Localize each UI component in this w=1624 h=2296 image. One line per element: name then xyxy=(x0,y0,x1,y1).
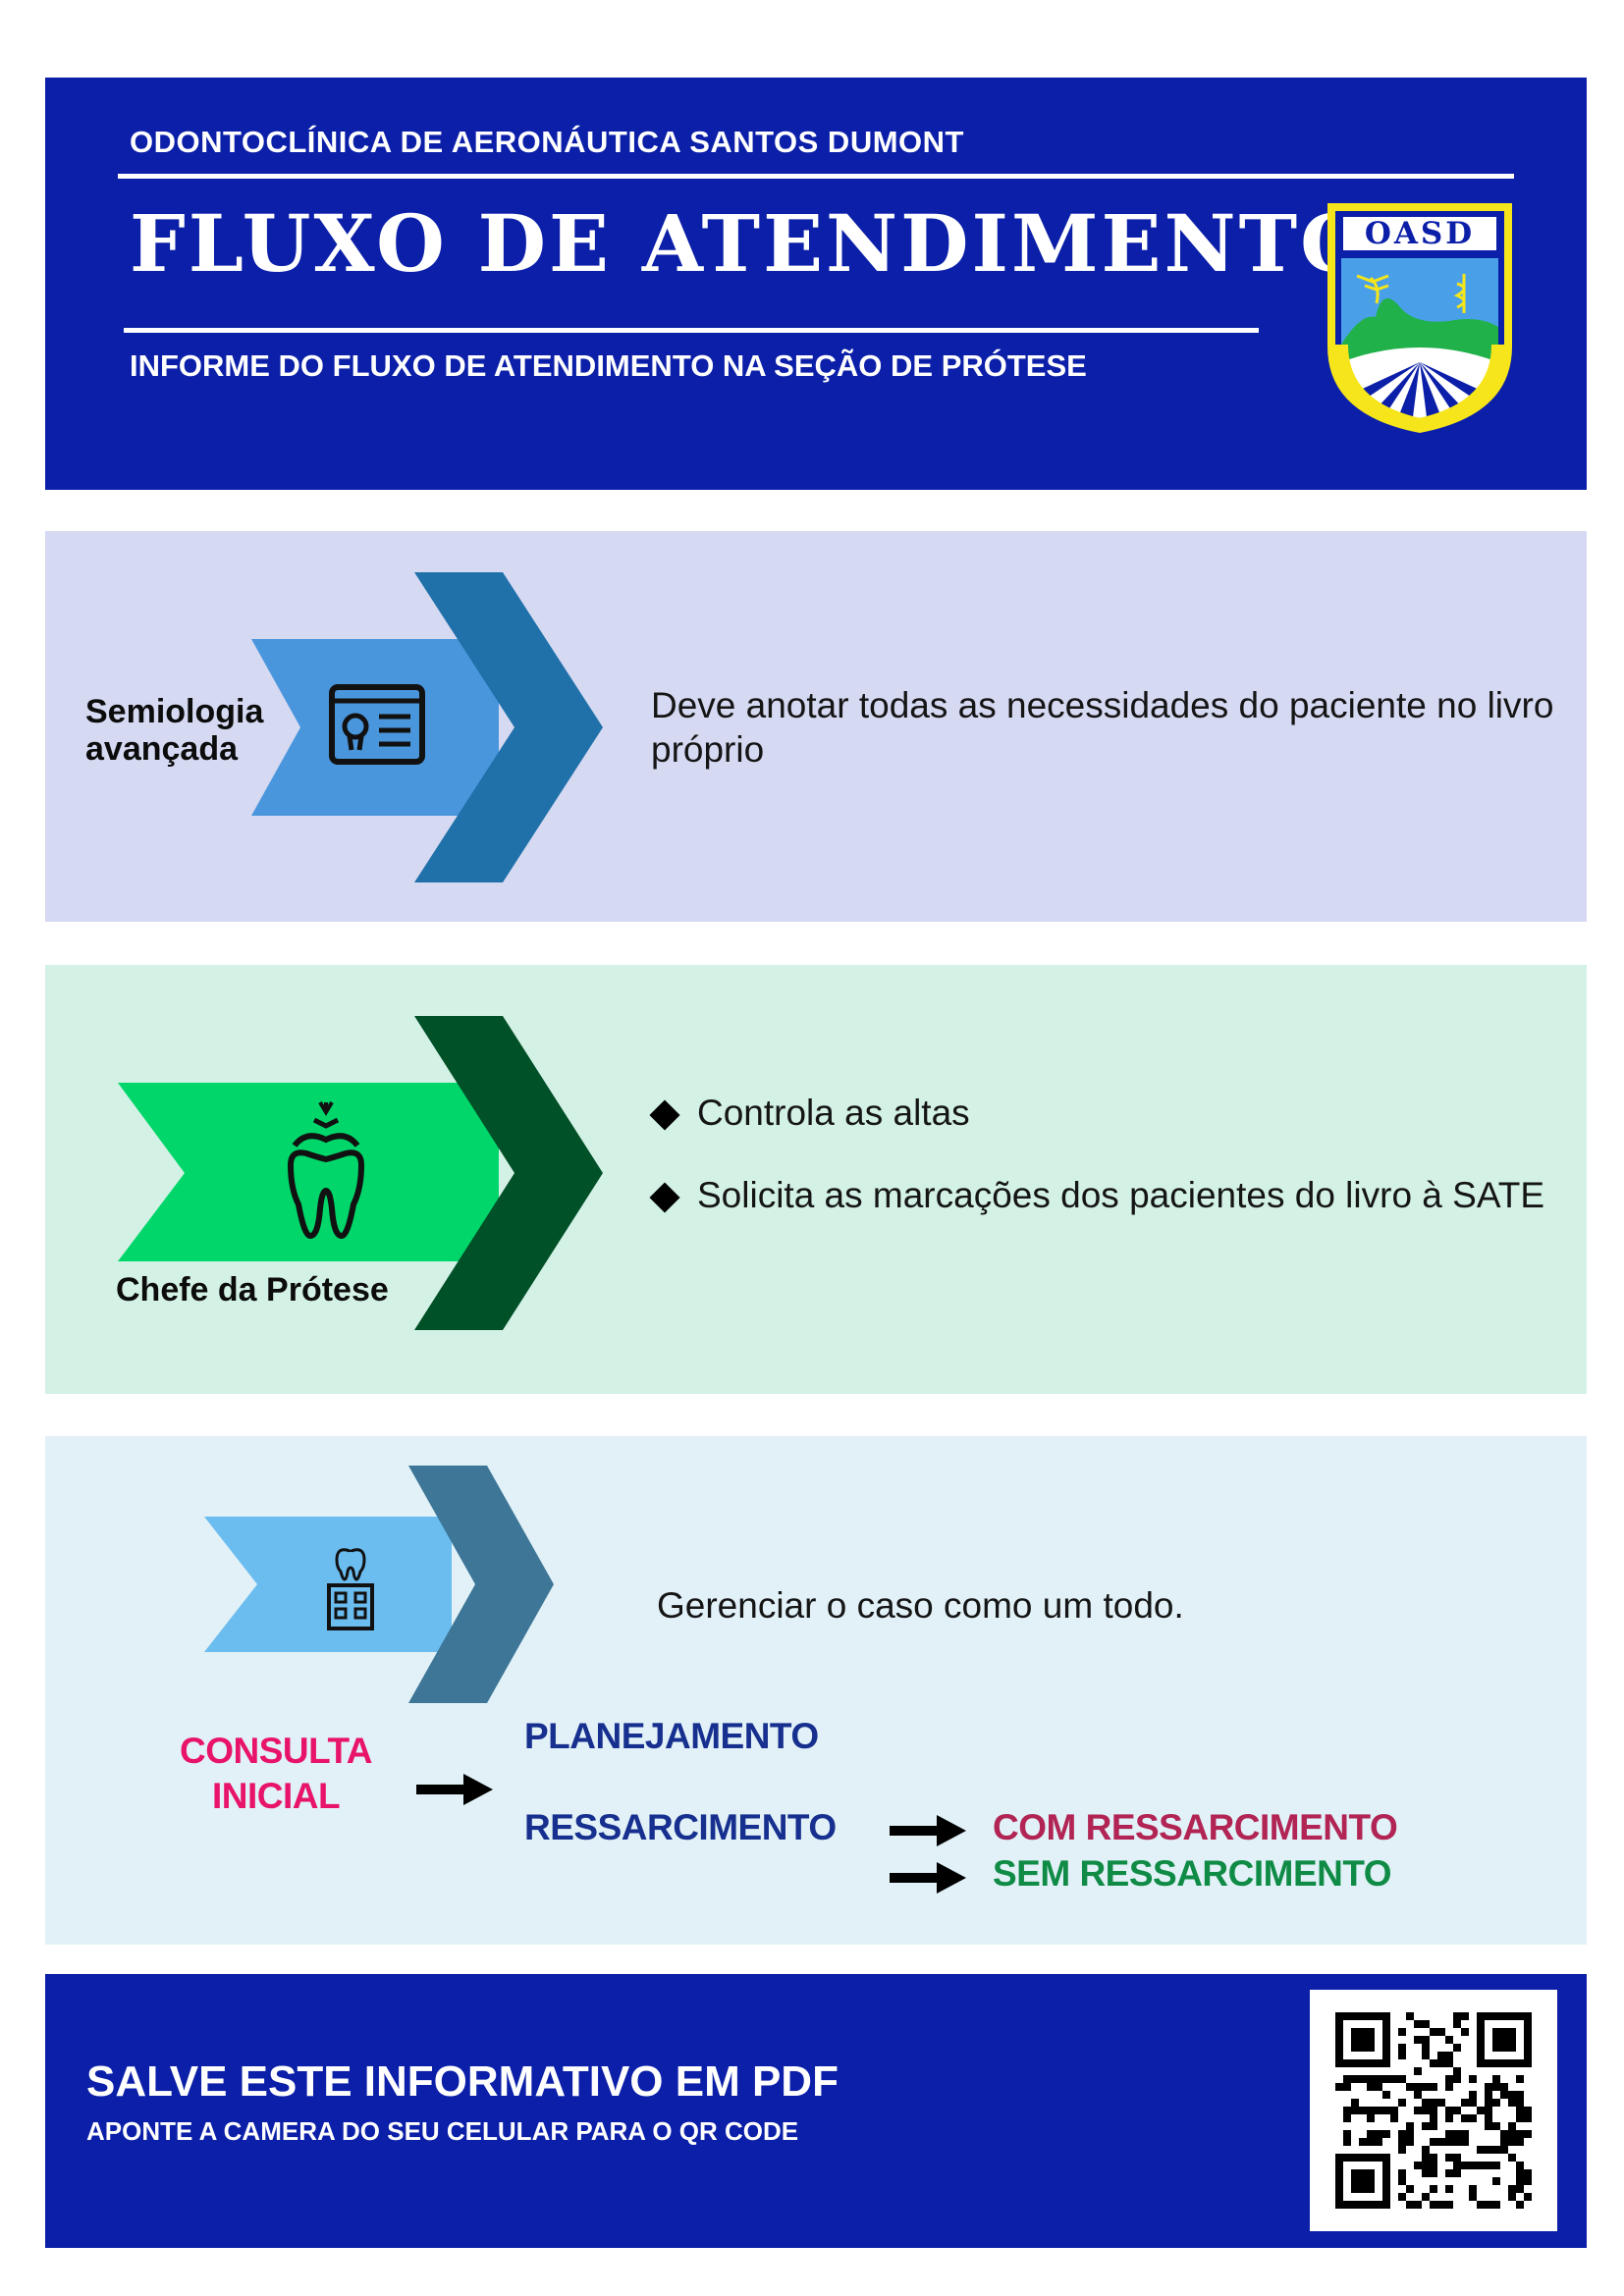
com-ressarcimento-label: COM RESSARCIMENTO xyxy=(993,1807,1398,1847)
step-label: Semiologia avançada xyxy=(85,693,263,768)
chevron-arrow xyxy=(251,572,603,882)
logo-text: OASD xyxy=(1365,216,1475,251)
sem-ressarcimento-label: SEM RESSARCIMENTO xyxy=(993,1853,1392,1894)
page-title: FLUXO DE ATENDIMENTO xyxy=(130,197,1372,290)
page-subtitle: INFORME DO FLUXO DE ATENDIMENTO NA SEÇÃO… xyxy=(130,348,1087,383)
step-label-line: Semiologia xyxy=(85,693,264,730)
wings-icon xyxy=(1356,274,1389,304)
diamond-bullet-icon xyxy=(649,1182,680,1213)
dental-clinic-icon xyxy=(327,1548,374,1630)
qr-code-icon[interactable] xyxy=(1310,1990,1557,2231)
arrow-right-icon xyxy=(890,1815,966,1846)
divider xyxy=(118,174,1514,179)
diamond-bullet-icon xyxy=(649,1099,680,1131)
arrow-right-icon xyxy=(416,1774,493,1805)
divider xyxy=(124,328,1259,333)
step-label: Chefe da Prótese xyxy=(116,1271,389,1308)
tooth-crown-icon xyxy=(287,1100,365,1240)
step-gerenciar-panel: Gerenciar o caso como um todo. CONSULTA … xyxy=(45,1436,1587,1945)
footer-banner: SALVE ESTE INFORMATIVO EM PDF APONTE A C… xyxy=(45,1974,1587,2248)
step-description: Gerenciar o caso como um todo. xyxy=(657,1585,1184,1626)
ressarcimento-label: RESSARCIMENTO xyxy=(524,1807,837,1847)
bullet-text: Controla as altas xyxy=(697,1093,970,1133)
planejamento-label: PLANEJAMENTO xyxy=(524,1716,819,1756)
organization-name: ODONTOCLÍNICA DE AERONÁUTICA SANTOS DUMO… xyxy=(130,125,964,159)
oasd-shield-logo: OASD xyxy=(1327,203,1512,433)
chevron-arrow xyxy=(118,1016,603,1330)
save-pdf-heading: SALVE ESTE INFORMATIVO EM PDF xyxy=(86,2057,839,2106)
qr-instruction: APONTE A CAMERA DO SEU CELULAR PARA O QR… xyxy=(86,2116,799,2146)
bullet-text: Solicita as marcações dos pacientes do l… xyxy=(697,1175,1545,1215)
dental-xray-icon xyxy=(329,684,425,765)
flow-label-line: INICIAL xyxy=(211,1776,341,1816)
step-semiologia-panel: Semiologia avançada Deve anotar todas as… xyxy=(45,531,1587,922)
step-label-line: avançada xyxy=(85,730,238,768)
caduceus-icon xyxy=(1453,274,1466,313)
step-chefe-protese-panel: Chefe da Prótese Controla as altas Solic… xyxy=(45,965,1587,1394)
header-banner: ODONTOCLÍNICA DE AERONÁUTICA SANTOS DUMO… xyxy=(45,78,1587,490)
step-description: Deve anotar todas as necessidades do pac… xyxy=(651,685,1554,770)
consulta-inicial-label: CONSULTA INICIAL xyxy=(173,1729,379,1819)
flow-label-line: CONSULTA xyxy=(179,1731,373,1771)
arrow-right-icon xyxy=(890,1862,966,1894)
